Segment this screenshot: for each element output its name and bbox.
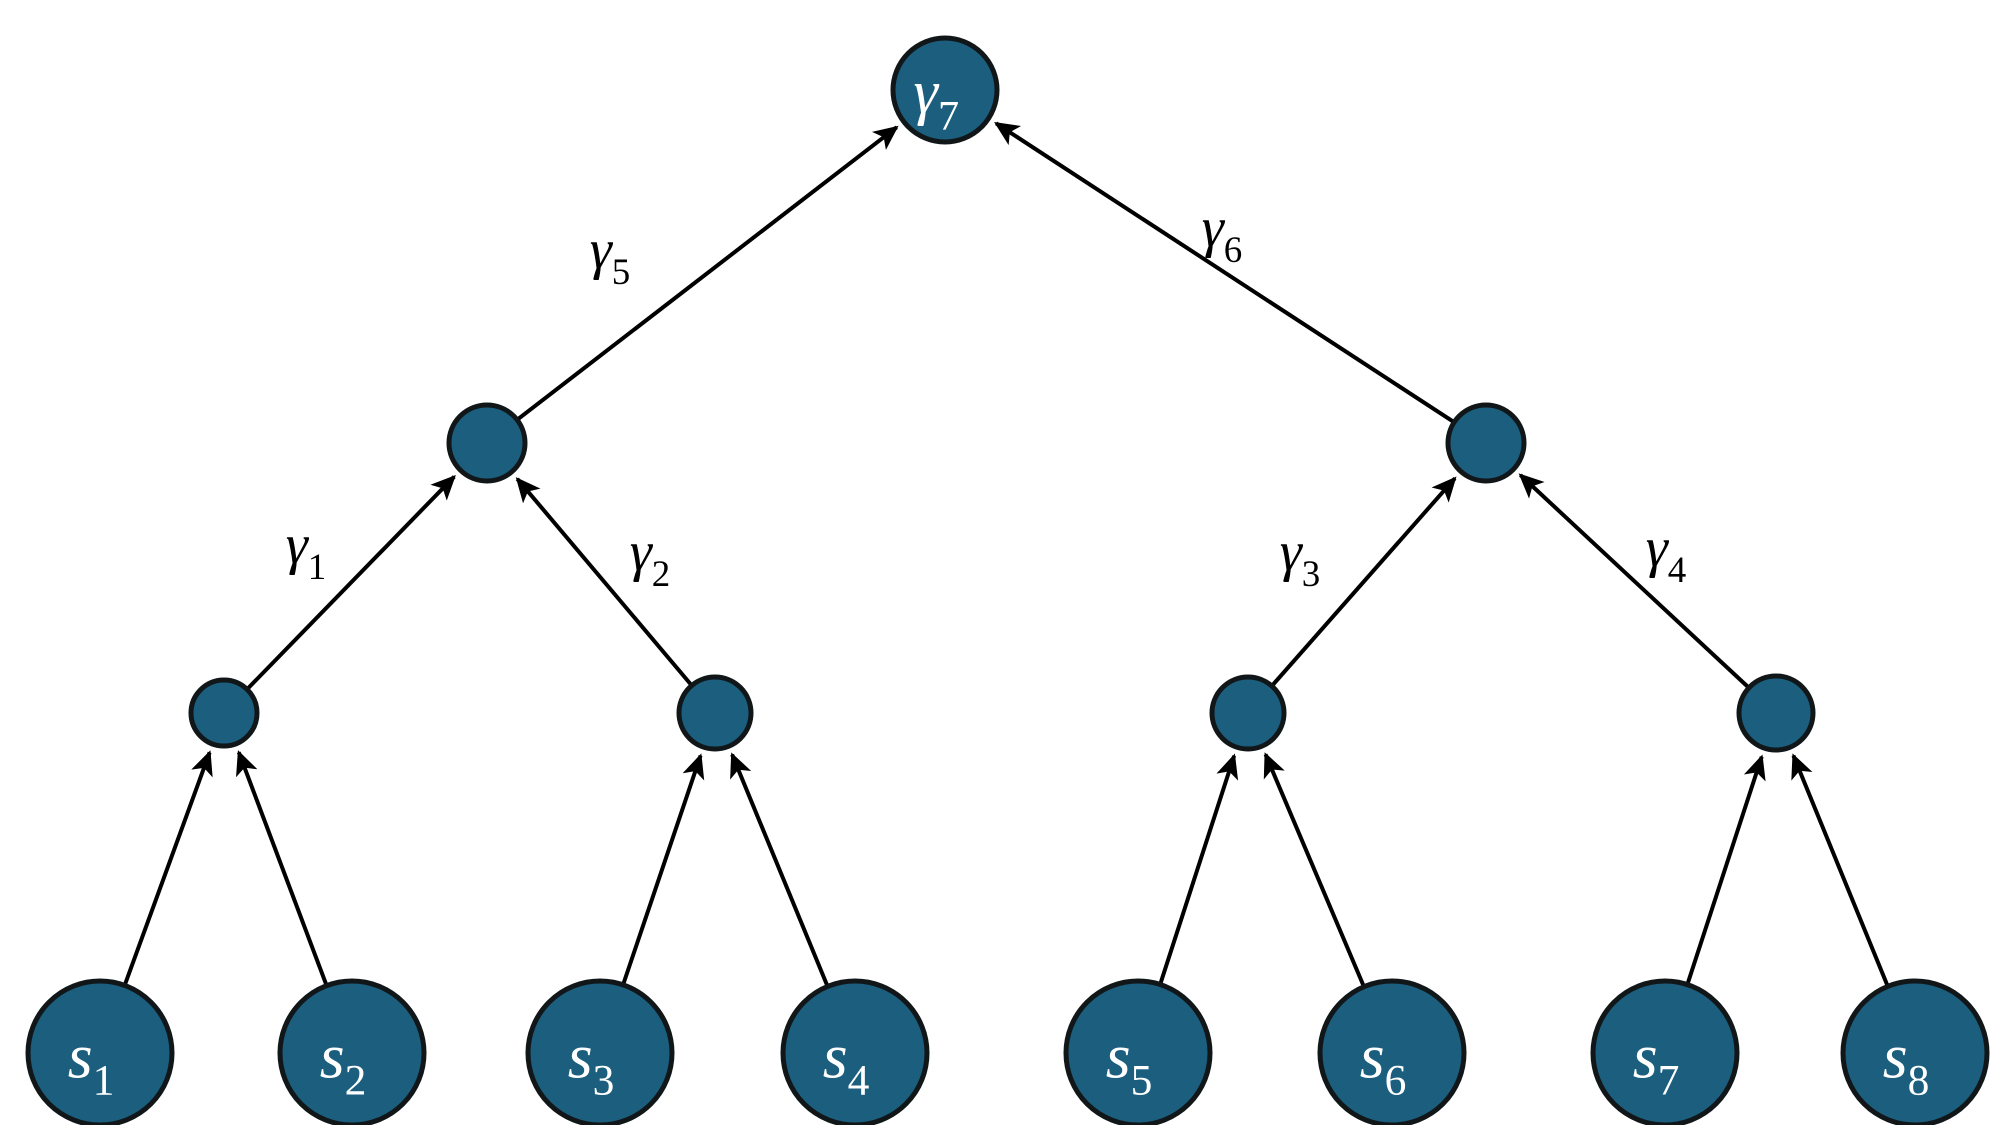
node-internal-p2[interactable] [676, 674, 754, 752]
node-s3[interactable]: s3 [525, 978, 675, 1125]
node-internal-p3[interactable] [1209, 674, 1287, 752]
node-internal-p4[interactable] [1736, 673, 1816, 753]
node-s4[interactable]: s4 [780, 978, 930, 1125]
edge-gamma-5-label: γ5 [590, 219, 631, 292]
node-internal-left-circle[interactable] [446, 402, 528, 484]
node-s5-label: s5 [1106, 1020, 1153, 1105]
node-internal-p1-circle[interactable] [188, 677, 260, 749]
node-s2[interactable]: s2 [277, 978, 427, 1125]
nodes-layer: γ7 s1 s2 s3 s4 s5 s6 s7 s8 [25, 35, 1990, 1125]
edge-gamma-3 [1270, 476, 1457, 687]
node-internal-right-circle[interactable] [1445, 402, 1527, 484]
node-s8-circle[interactable] [1840, 978, 1990, 1125]
edge-s4-p2 [730, 752, 830, 987]
node-s5-circle[interactable] [1063, 978, 1213, 1125]
edge-gamma-2 [515, 477, 693, 687]
node-s4-label: s4 [823, 1020, 870, 1105]
edge-s7-p4 [1685, 754, 1766, 985]
node-s7-circle[interactable] [1590, 978, 1740, 1125]
edge-gamma-6 [994, 121, 1455, 424]
edge-s2-p1 [236, 750, 329, 986]
node-s6-label: s6 [1360, 1020, 1407, 1105]
node-internal-right[interactable] [1445, 402, 1527, 484]
edge-s1-p1 [123, 750, 213, 986]
node-s4-circle[interactable] [780, 978, 930, 1125]
edge-gamma-6-label: γ6 [1202, 197, 1243, 270]
node-s1-circle[interactable] [25, 978, 175, 1125]
node-gamma-7[interactable]: γ7 [890, 35, 1000, 145]
node-internal-p1[interactable] [188, 677, 260, 749]
node-s6[interactable]: s6 [1317, 978, 1467, 1125]
edge-gamma-1 [246, 474, 456, 691]
edge-s5-p3 [1158, 753, 1239, 985]
node-s3-label: s3 [568, 1020, 615, 1105]
node-internal-p2-circle[interactable] [676, 674, 754, 752]
edge-s3-p2 [621, 753, 705, 985]
node-gamma-7-label: γ7 [914, 58, 960, 140]
edge-labels-layer: γ5 γ6 γ1 γ2 γ3 γ4 [286, 197, 1687, 594]
node-s5[interactable]: s5 [1063, 978, 1213, 1125]
edge-gamma-1-label: γ1 [286, 514, 327, 587]
node-s7[interactable]: s7 [1590, 978, 1740, 1125]
edge-s8-p4 [1791, 753, 1890, 987]
node-s3-circle[interactable] [525, 978, 675, 1125]
node-internal-p4-circle[interactable] [1736, 673, 1816, 753]
edge-gamma-4 [1518, 473, 1750, 689]
node-s2-label: s2 [320, 1020, 367, 1105]
node-s8-label: s8 [1883, 1020, 1930, 1105]
node-s1[interactable]: s1 [25, 978, 175, 1125]
edge-gamma-4-label: γ4 [1646, 517, 1687, 590]
edge-s6-p3 [1263, 752, 1366, 987]
node-internal-left[interactable] [446, 402, 528, 484]
edge-gamma-5 [516, 125, 899, 421]
node-s7-label: s7 [1633, 1020, 1680, 1105]
node-s1-label: s1 [68, 1020, 115, 1105]
edge-gamma-2-label: γ2 [630, 521, 671, 594]
node-gamma-7-circle[interactable] [890, 35, 1000, 145]
node-s6-circle[interactable] [1317, 978, 1467, 1125]
node-s2-circle[interactable] [277, 978, 427, 1125]
edge-gamma-3-label: γ3 [1280, 521, 1321, 594]
node-s8[interactable]: s8 [1840, 978, 1990, 1125]
node-internal-p3-circle[interactable] [1209, 674, 1287, 752]
edges-layer [123, 121, 1890, 987]
